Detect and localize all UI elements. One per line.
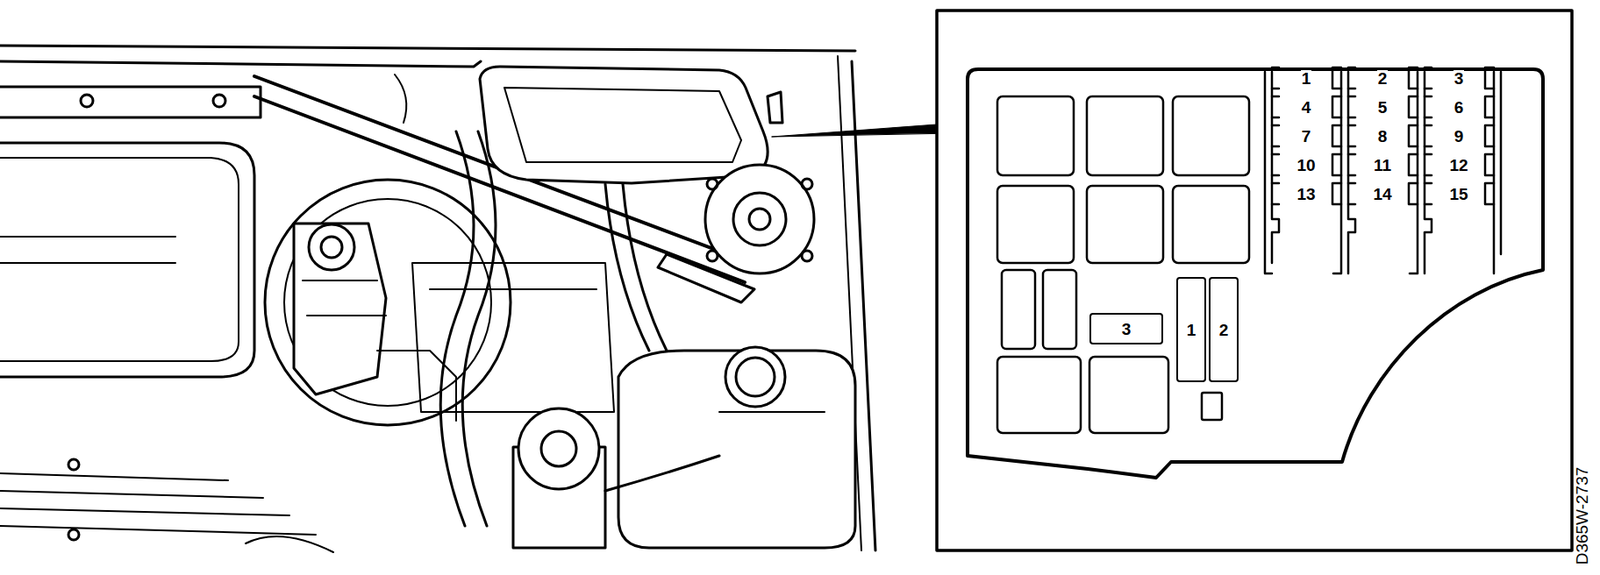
fuse-slot <box>1424 125 1494 147</box>
relay-box: 1 <box>1176 277 1207 383</box>
fuse-slot <box>1424 96 1494 118</box>
fuse-number: 13 <box>1295 185 1316 203</box>
fuse-slot <box>1348 125 1418 147</box>
fuse-number: 10 <box>1295 157 1316 174</box>
fuse-slot <box>1271 67 1342 89</box>
fuse-slot <box>1348 96 1418 118</box>
fuse-number: 6 <box>1453 99 1465 116</box>
fuse-slot <box>1271 125 1342 147</box>
fuse-number: 5 <box>1377 99 1389 116</box>
fuse-number: 12 <box>1448 157 1469 174</box>
fuse-number: 4 <box>1300 99 1313 116</box>
relay-box: 2 <box>1208 277 1239 383</box>
fuse-slot <box>1271 154 1342 176</box>
fuse-slot <box>1271 183 1342 205</box>
fuse-slot <box>1424 183 1494 205</box>
relay-number: 2 <box>1219 321 1229 339</box>
fuse-number: 8 <box>1377 128 1389 145</box>
fuse-number: 2 <box>1377 70 1389 87</box>
fuse-slot <box>1348 154 1418 176</box>
fuse-number: 9 <box>1453 128 1465 145</box>
fuse-number: 1 <box>1300 70 1313 87</box>
fuse-slot <box>1271 96 1342 118</box>
fuse-number: 11 <box>1372 157 1393 174</box>
relay-number: 1 <box>1186 321 1197 339</box>
relay-number: 3 <box>1121 321 1132 338</box>
fuse-slot <box>1424 67 1494 89</box>
fuse-slot <box>1424 154 1494 176</box>
fuse-number: 3 <box>1453 70 1465 87</box>
fuse-number: 14 <box>1371 185 1393 203</box>
fuse-slot <box>1348 183 1418 205</box>
fuse-number: 7 <box>1300 128 1313 145</box>
figure-code: D365W-2737 <box>1573 465 1591 566</box>
fuse-slot <box>1348 67 1418 89</box>
fuse-number: 15 <box>1448 185 1469 203</box>
relay-box: 3 <box>1089 313 1164 345</box>
